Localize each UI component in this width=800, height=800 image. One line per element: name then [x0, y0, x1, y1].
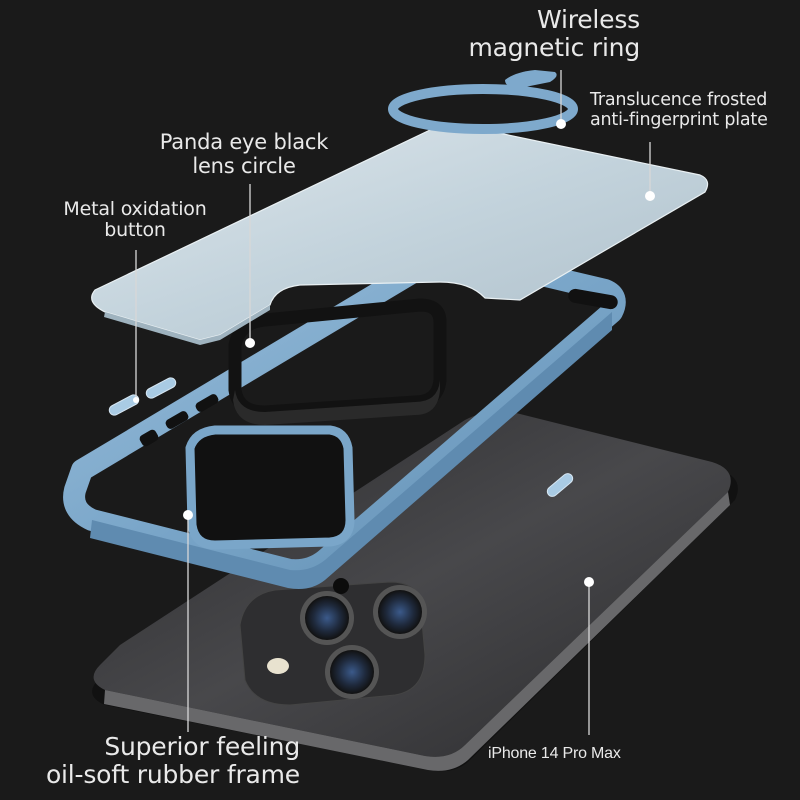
callout-line-1: Panda eye black: [159, 130, 329, 154]
metal-oxidation-buttons: [108, 377, 574, 497]
callout-line-2: button: [104, 219, 166, 242]
callout-line-2: anti-fingerprint plate: [590, 109, 768, 130]
callout-frosted-plate: Translucence frosted anti-fingerprint pl…: [590, 90, 768, 130]
callout-metal-oxidation-button: Metal oxidation button: [50, 198, 220, 242]
callout-panda-eye-lens-circle: Panda eye black lens circle: [153, 130, 335, 178]
callout-phone-model: iPhone 14 Pro Max: [488, 745, 621, 763]
callout-line-2: oil-soft rubber frame: [45, 760, 300, 789]
callout-line-1: Translucence frosted: [590, 90, 768, 110]
wireless-magnetic-ring: [388, 70, 578, 134]
callout-wireless-magnetic-ring: Wireless magnetic ring: [468, 6, 640, 62]
callout-line-1: Wireless: [536, 5, 640, 34]
callout-line-1: Metal oxidation: [63, 198, 207, 220]
callout-line-2: lens circle: [192, 153, 296, 178]
leader-lines: [133, 70, 655, 735]
callout-line-2: magnetic ring: [468, 33, 640, 62]
callout-line-1: Superior feeling: [104, 732, 300, 761]
iphone-body: [92, 411, 738, 772]
model-name: iPhone 14 Pro Max: [488, 745, 621, 762]
callout-rubber-frame: Superior feeling oil-soft rubber frame: [20, 733, 300, 789]
panda-eye-lens-circle: [228, 298, 447, 425]
